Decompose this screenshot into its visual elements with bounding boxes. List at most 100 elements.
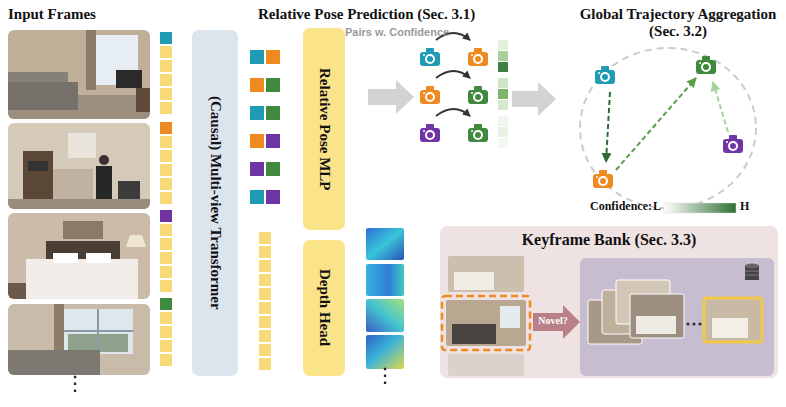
database-ring <box>745 275 759 276</box>
depth-map <box>366 264 404 296</box>
image-token <box>160 326 172 338</box>
camera-icon <box>420 124 440 142</box>
relative-pose-arrow <box>436 71 470 78</box>
input-frame-photo <box>8 30 150 119</box>
camera-icon <box>723 135 743 153</box>
camera-pair <box>420 71 488 104</box>
image-token <box>259 344 271 356</box>
keyframe-bed <box>636 316 676 334</box>
camera-token <box>250 190 264 204</box>
camera-token <box>266 106 280 120</box>
thumbnail-window <box>500 306 520 328</box>
database-icon <box>745 264 759 281</box>
input-frame-photo <box>8 304 150 375</box>
keyframe-image <box>602 290 656 334</box>
camera-token <box>266 78 280 92</box>
camera-icon <box>468 124 488 142</box>
depth-maps <box>366 228 404 369</box>
depth-map <box>366 335 404 369</box>
mlp-head: Relative Pose MLP <box>303 28 345 230</box>
legend-title: Confidence: <box>590 200 660 214</box>
image-token <box>259 330 271 342</box>
sub-heading: Pairs w. Confidence <box>345 26 485 39</box>
confidence-bar <box>498 40 508 148</box>
transformer-block: (Causal) Multi-view Transformer <box>192 30 238 376</box>
image-token <box>160 266 172 278</box>
photo-bed <box>26 259 138 299</box>
camera-icon <box>468 86 488 104</box>
image-token <box>259 302 271 314</box>
camera-token <box>250 78 264 92</box>
camera-icon <box>593 170 613 188</box>
node-label: Depth Head <box>316 269 333 346</box>
camera-icon <box>420 48 440 66</box>
image-token <box>259 232 271 244</box>
new-keyframe <box>704 298 762 342</box>
photo-wall <box>8 30 150 119</box>
global-pose-arrow <box>616 78 696 170</box>
image-token <box>259 246 271 258</box>
keyframe-image <box>616 280 670 324</box>
camera-token <box>250 134 264 148</box>
image-token <box>160 224 172 236</box>
photo-cabinet <box>23 151 53 209</box>
camera-icon <box>468 48 488 66</box>
photo-sofa <box>8 82 78 110</box>
depth-map <box>366 299 404 332</box>
thumbnail-bed <box>454 272 494 290</box>
input-frame-photo <box>8 123 150 209</box>
camera-token <box>266 50 280 64</box>
camera-token <box>160 298 172 310</box>
image-token <box>160 252 172 264</box>
confidence-cell <box>498 116 508 126</box>
photo-headboard <box>46 241 120 263</box>
photo-wall <box>8 123 150 209</box>
image-token <box>160 192 172 204</box>
token-column <box>160 32 172 366</box>
image-token <box>259 288 271 300</box>
confidence-cell <box>498 62 508 72</box>
section-heading: Relative Pose Prediction (Sec. 3.1) <box>258 6 518 23</box>
novelty-arrow <box>533 305 580 339</box>
confidence-cell <box>498 100 508 110</box>
legend-low: L <box>653 200 665 214</box>
photo-sofa <box>8 350 100 375</box>
image-token <box>160 238 172 250</box>
node-label: Keyframe Bank (Sec. 3.3) <box>440 226 778 249</box>
camera-token <box>160 32 172 44</box>
depth-token-column <box>259 232 271 370</box>
photo-window <box>63 309 133 354</box>
camera-icon <box>595 66 615 84</box>
camera-token <box>266 162 280 176</box>
photo-trees <box>68 334 128 352</box>
global-pose-arrow <box>606 92 610 162</box>
section-heading: Global Trajectory Aggregation (Sec. 3.2) <box>578 6 778 41</box>
depth-map <box>366 228 404 260</box>
ellipsis-dot <box>692 322 695 325</box>
current-frame-highlight <box>442 296 530 350</box>
keyframe-bed <box>712 318 748 338</box>
photo-floor <box>8 95 150 119</box>
thumbnail-furniture <box>452 324 496 344</box>
photo-chair <box>118 181 140 209</box>
image-token <box>259 260 271 272</box>
photo-nightstand <box>8 283 26 299</box>
photo-wall <box>8 213 150 299</box>
photo-table <box>136 88 150 112</box>
photo-window-pane <box>63 330 133 332</box>
database-top <box>745 264 759 269</box>
depth-head: Depth Head <box>303 240 345 376</box>
input-frame-photo <box>8 213 150 299</box>
confidence-cell <box>498 78 508 88</box>
photo-person <box>96 166 112 202</box>
confidence-gradient <box>664 203 736 213</box>
photo-floor <box>8 199 150 209</box>
image-token <box>259 316 271 328</box>
keyframe-store <box>580 258 774 376</box>
image-token <box>160 340 172 352</box>
keyframe-candidates <box>442 256 530 376</box>
image-token <box>160 46 172 58</box>
node-label: (Causal) Multi-view Transformer <box>207 96 224 310</box>
camera-pair <box>420 109 488 142</box>
photo-window <box>93 35 138 85</box>
